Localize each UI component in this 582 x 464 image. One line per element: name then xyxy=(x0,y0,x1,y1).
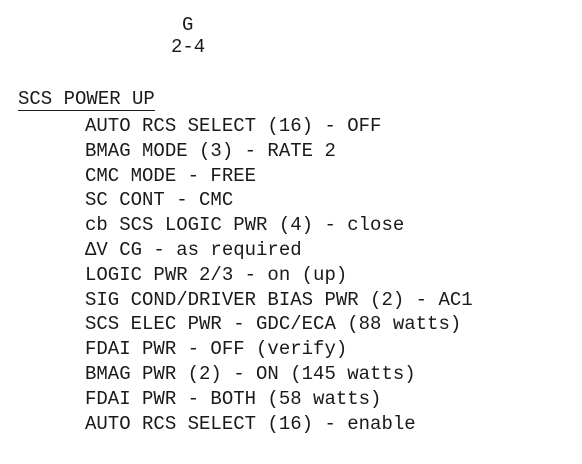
page-id: G xyxy=(182,14,194,36)
page-number: 2-4 xyxy=(171,36,206,58)
procedure-step: BMAG PWR (2) - ON (145 watts) xyxy=(85,362,416,385)
procedure-step: AUTO RCS SELECT (16) - OFF xyxy=(85,115,382,137)
procedure-step: LOGIC PWR 2/3 - on (up) xyxy=(85,263,348,286)
procedure-step: SCS ELEC PWR - GDC/ECA (88 watts) xyxy=(85,313,462,336)
procedure-steps: AUTO RCS SELECT (16) - OFF BMAG MODE (3)… xyxy=(85,114,473,436)
section-title: SCS POWER UP xyxy=(18,88,155,111)
procedure-step: FDAI PWR - OFF (verify) xyxy=(85,338,348,361)
procedure-step: SC CONT - CMC xyxy=(85,189,234,212)
procedure-step: CMC MODE - FREE xyxy=(85,164,257,187)
procedure-step: cb SCS LOGIC PWR (4) - close xyxy=(85,214,405,237)
procedure-step: FDAI PWR - BOTH (58 watts) xyxy=(85,387,382,410)
procedure-step: BMAG MODE (3) - RATE 2 xyxy=(85,139,336,162)
procedure-step: SIG COND/DRIVER BIAS PWR (2) - AC1 xyxy=(85,288,473,311)
procedure-step: AUTO RCS SELECT (16) - enable xyxy=(85,412,416,435)
procedure-step: ΔV CG - as required xyxy=(85,238,302,261)
